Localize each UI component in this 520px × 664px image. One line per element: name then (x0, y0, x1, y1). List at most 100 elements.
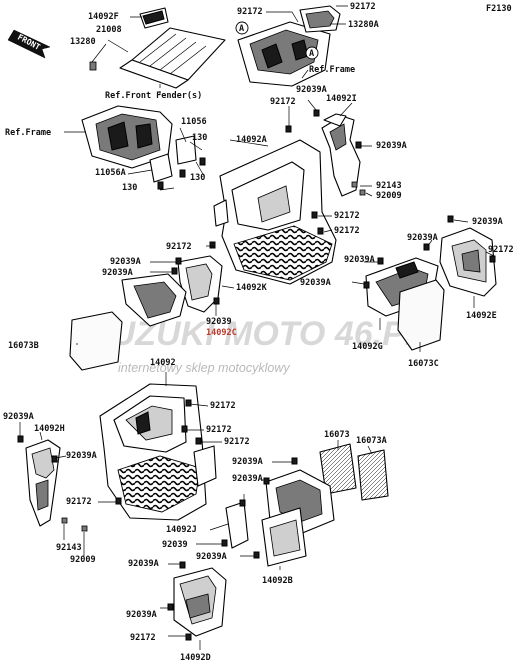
part-label: 92172 (206, 425, 232, 435)
callout-marker-icon (235, 21, 249, 35)
ref-label: Ref.Frame (5, 128, 51, 138)
part-label: 92039A (110, 257, 141, 267)
clip-icon (239, 499, 246, 507)
watermark-sub: internetowy sklep motocyklowy (118, 361, 290, 375)
nut-icon (81, 525, 88, 532)
clip-icon (175, 257, 182, 265)
part-label: 92039A (66, 451, 97, 461)
clip-icon (423, 243, 430, 251)
part-label: 92172 (166, 242, 192, 252)
part-label: 130 (122, 183, 137, 193)
part-label: 92172 (130, 633, 156, 643)
part-label: 92039A (300, 278, 331, 288)
side-cover-14092I (321, 113, 361, 197)
clip-icon (17, 435, 24, 443)
pad-16073 (319, 443, 357, 495)
part-label: 92039A (3, 412, 34, 422)
clip-13280-icon (89, 61, 97, 71)
leader-line (337, 440, 373, 455)
part-label: 13280A (348, 20, 379, 30)
part-label: 14092G (352, 342, 383, 352)
part-label: 16073 (324, 430, 350, 440)
leader-line (76, 261, 235, 345)
part-label: 92039A (232, 474, 263, 484)
part-label: 92009 (376, 191, 402, 201)
clip-icon (363, 281, 370, 289)
leader-line (206, 99, 373, 247)
part-label: 14092 (150, 358, 176, 368)
part-label: 14092C (206, 328, 237, 338)
part-label: 92039A (196, 552, 227, 562)
clip-icon (263, 477, 270, 485)
nut-icon (61, 517, 68, 524)
frame-mount-bracket (81, 105, 197, 183)
leader-line (351, 261, 421, 352)
callout-marker-label: A (309, 49, 314, 59)
part-label: 16073A (356, 436, 387, 446)
part-label: 92172 (210, 401, 236, 411)
part-label: 14092F (88, 12, 119, 22)
part-label: 14092K (236, 283, 268, 293)
part-label: 13280 (70, 37, 96, 47)
part-label: 92172 (334, 226, 360, 236)
clip-icon (115, 497, 122, 505)
part-label: 92143 (56, 543, 82, 553)
leader-line (266, 5, 348, 79)
part-label: 92172 (350, 2, 376, 12)
part-label: 92039A (232, 457, 263, 467)
clip-icon (311, 211, 318, 219)
nut-icon (351, 181, 358, 188)
side-guard-14092K (121, 255, 223, 327)
leader-line (98, 372, 222, 503)
clip-icon (377, 257, 384, 265)
clip-icon (313, 109, 320, 117)
callout-marker-icon (305, 46, 319, 60)
side-cover-14092H (25, 439, 61, 527)
part-label: 14092A (236, 135, 267, 145)
bracket-14092J (225, 469, 335, 567)
part-label: 92039A (128, 559, 159, 569)
clip-icon (179, 561, 186, 569)
part-label: 130 (190, 173, 205, 183)
part-label: 16073C (408, 359, 439, 369)
part-label: 92172 (488, 245, 514, 255)
clip-icon (195, 437, 202, 445)
leader-line (91, 16, 142, 63)
pad-16073A (357, 449, 389, 501)
diagram-id: F2130 (486, 4, 512, 14)
part-label: 14092D (180, 653, 211, 663)
side-panel-14092E (439, 227, 497, 297)
part-label: 92039A (407, 233, 438, 243)
part-label: 92172 (334, 211, 360, 221)
clip-icon (447, 215, 454, 223)
part-label: 21008 (96, 25, 122, 35)
clip-icon (185, 399, 192, 407)
leader-line (196, 461, 292, 570)
bolt-130-icon (199, 157, 206, 166)
clip-icon (167, 603, 174, 611)
part-label: 92172 (66, 497, 92, 507)
leader-line (160, 563, 201, 650)
clip-icon (221, 539, 228, 547)
part-label: 92143 (376, 181, 402, 191)
leader-line (19, 422, 85, 556)
part-label: 92039A (102, 268, 133, 278)
bolt-130-icon (179, 169, 186, 178)
callout-marker-label: A (239, 24, 244, 34)
leader-line (427, 219, 495, 308)
ref-label: Ref.Frame (309, 65, 355, 75)
footrest-cover-14092G (365, 257, 445, 351)
clip-icon (253, 551, 260, 559)
clip-icon (185, 633, 192, 641)
part-label: 92172 (224, 437, 250, 447)
clip-icon (291, 457, 298, 465)
part-label: 14092B (262, 576, 293, 586)
clip-icon (285, 125, 292, 133)
part-label: 11056A (95, 168, 126, 178)
clip-icon (51, 455, 58, 463)
front-direction-arrow-icon (7, 29, 51, 59)
leader-line (64, 127, 205, 191)
part-label: 92009 (70, 555, 96, 565)
part-label: 130 (192, 133, 207, 143)
